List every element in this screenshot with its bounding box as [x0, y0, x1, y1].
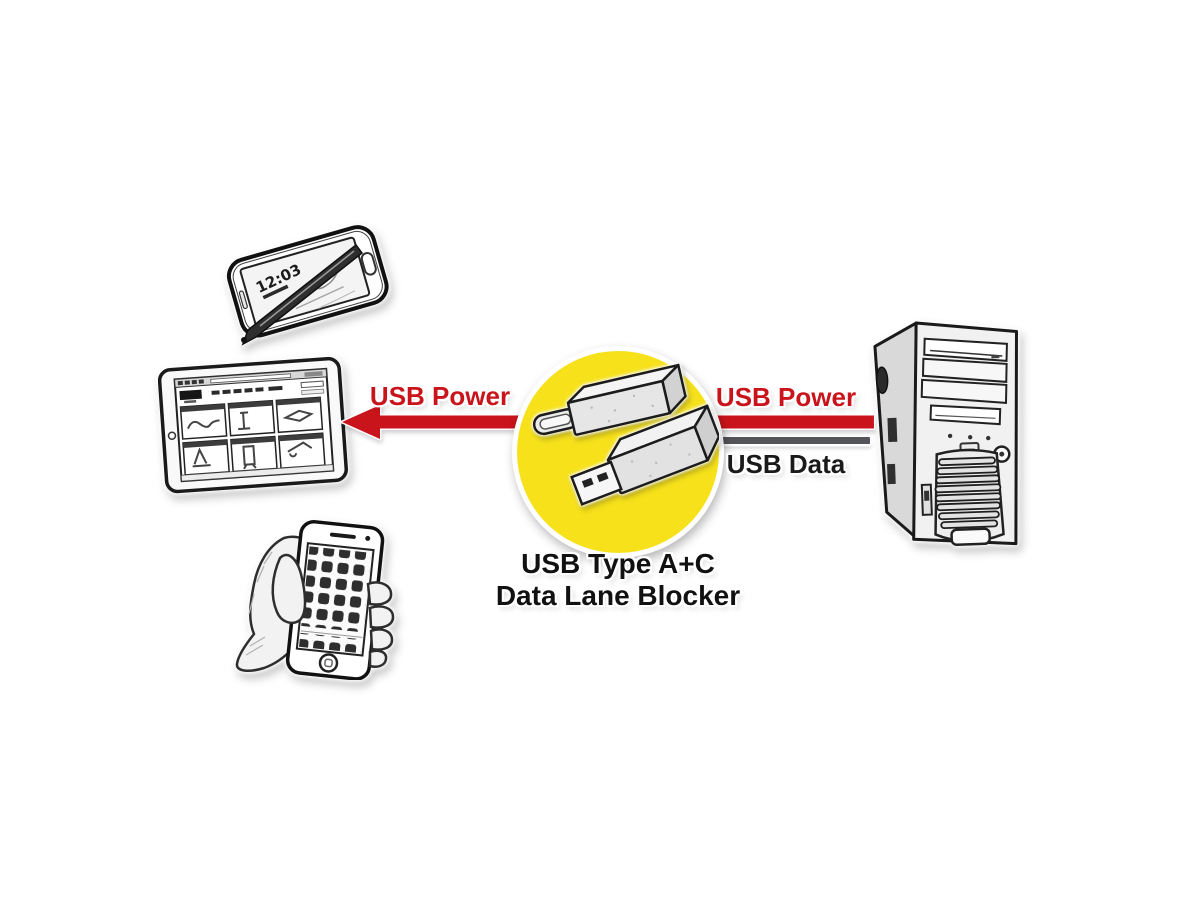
- product-caption-line2: Data Lane Blocker: [495, 580, 741, 611]
- product-caption-line1: USB Type A+C: [521, 548, 715, 579]
- smartphone-body: 12:03: [226, 225, 389, 338]
- optical-drive: [923, 337, 1008, 362]
- pc-tower-icon: [873, 321, 1019, 546]
- tablet-product-grid: [179, 396, 326, 476]
- drive-bay-small: [929, 404, 1002, 426]
- home-button: [360, 252, 377, 276]
- held-phone-home-button: [318, 653, 339, 673]
- usb-type-c-adapter-icon: [532, 363, 687, 436]
- usb-type-a-adapter-icon: [570, 404, 719, 506]
- usb-data-line: [706, 437, 870, 444]
- tablet-camera: [167, 431, 177, 440]
- hand-holding-phone-icon: [235, 519, 395, 680]
- smartphone-with-stylus-icon: 12:03: [226, 225, 389, 346]
- usb-power-label-left: USB Power: [369, 381, 511, 411]
- fingers: [366, 581, 395, 668]
- tablet-icon: [158, 356, 348, 494]
- tablet-site-logo: [179, 389, 202, 401]
- usb-adapters-illustration: [532, 363, 719, 506]
- vent-grille: [934, 448, 1005, 546]
- usb-data-label: USB Data: [726, 449, 846, 479]
- product-caption: USB Type A+C Data Lane Blocker: [448, 548, 788, 612]
- usb-power-label-right: USB Power: [715, 382, 857, 412]
- usb-a-metal-connector: [570, 460, 623, 506]
- stylus: [241, 243, 364, 346]
- side-ports: [875, 366, 898, 485]
- thumb: [271, 553, 307, 624]
- floppy-slot: [920, 483, 933, 516]
- speaker-slit: [238, 290, 248, 310]
- blocker-highlight-circle: [512, 346, 724, 558]
